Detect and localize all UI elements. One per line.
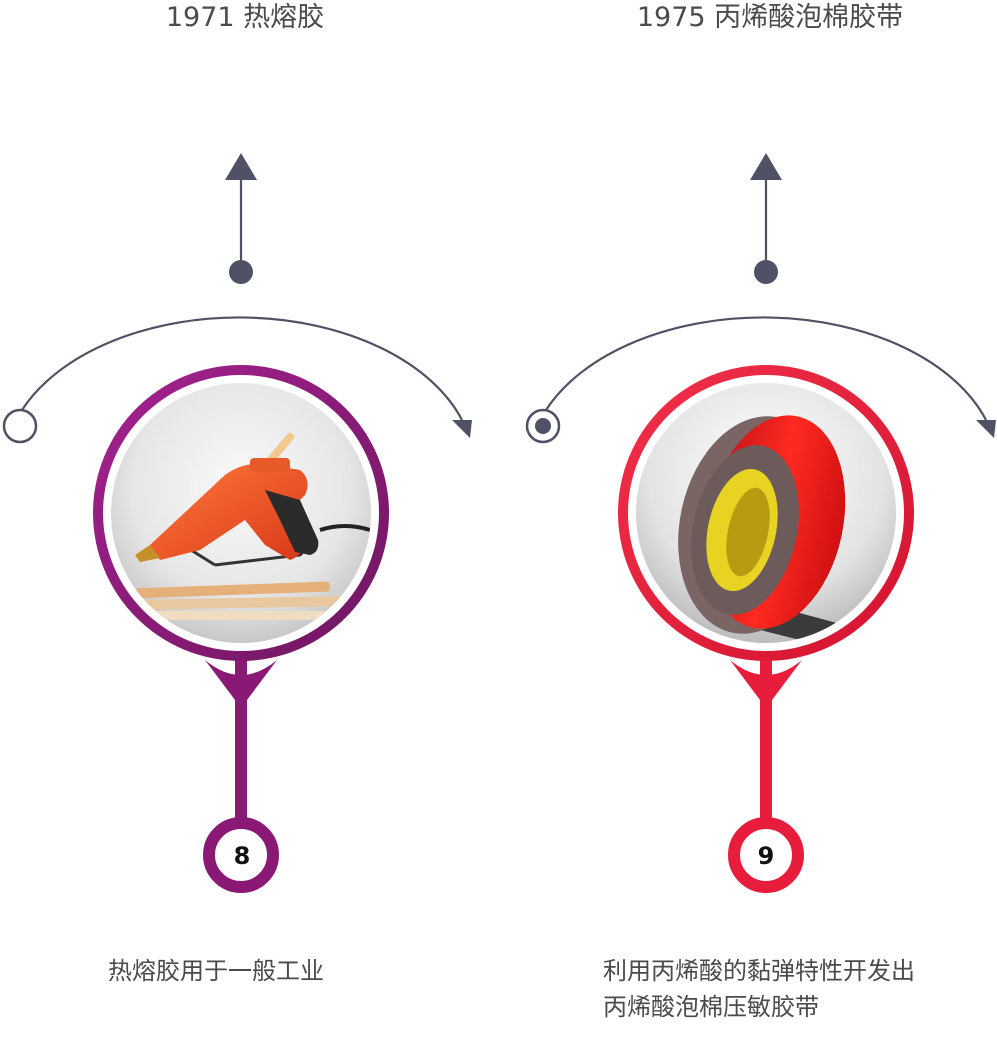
milestone-1-description: 热熔胶用于一般工业	[108, 957, 324, 985]
start-marker-hollow-icon	[2, 408, 38, 444]
connector-stem-2	[760, 640, 772, 830]
timeline-arc-1	[21, 316, 463, 421]
milestone-2-graphic	[525, 153, 996, 893]
milestone-1-graphic: m1	[2, 153, 472, 893]
up-arrow-icon	[750, 153, 782, 180]
arc-node-dot	[229, 260, 253, 284]
milestone-2-description: 利用丙烯酸的黏弹特性开发出丙烯酸泡棉压敏胶带	[603, 957, 915, 1021]
acrylic-foam-tape-image	[678, 415, 896, 643]
milestone-2-title: 1975 丙烯酸泡棉胶带	[636, 2, 904, 33]
milestone-number-1: 8	[233, 842, 251, 870]
hot-glue-gun-image	[129, 432, 371, 620]
number-badge-2	[728, 817, 804, 893]
timeline-arc-2	[545, 316, 987, 421]
number-badge-1	[203, 817, 279, 893]
milestone-1-title: 1971 热熔胶	[165, 2, 325, 33]
arc-node-dot	[754, 260, 778, 284]
up-arrow-icon	[225, 153, 257, 180]
connector-stem-1	[235, 640, 247, 830]
milestone-number-2: 9	[757, 842, 775, 870]
arc-arrowhead-icon	[976, 420, 996, 438]
arc-arrowhead-icon	[452, 420, 472, 438]
